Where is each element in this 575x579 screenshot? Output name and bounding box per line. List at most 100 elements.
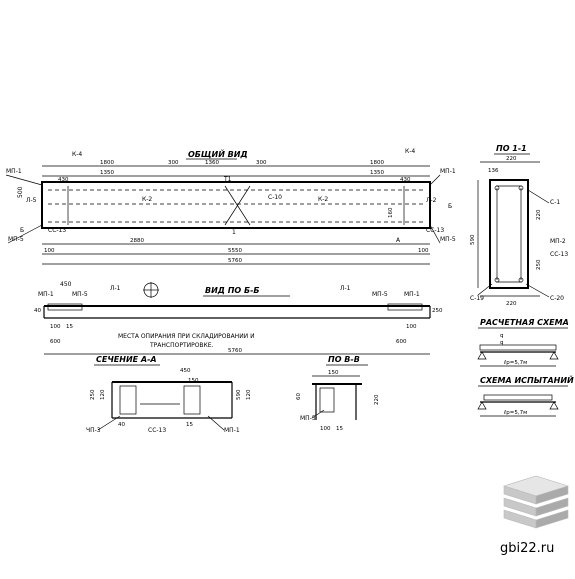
bb-label-mp1-right: МП-1 — [404, 291, 420, 298]
bb-dim-100-right: 100 — [406, 324, 417, 330]
bb-label-mp5-right: МП-5 — [372, 291, 388, 298]
dim-1360: 1360 — [205, 160, 219, 166]
test-scheme: СХЕМА ИСПЫТАНИЙ ℓр=5,7м — [477, 374, 574, 417]
aa-dim-120: 120 — [100, 389, 106, 400]
label-mp1-right: МП-1 — [440, 168, 456, 175]
diag-2 — [224, 185, 251, 226]
support-note-line1: МЕСТА ОПИРАНИЯ ПРИ СКЛАДИРОВАНИИ И — [118, 333, 255, 340]
aa-dim-115: 15 — [186, 422, 193, 428]
s11-dim-136: 136 — [488, 168, 499, 174]
dim-1800-left: 1800 — [100, 160, 114, 166]
aa-plate-left — [119, 385, 137, 415]
vv-plate — [319, 387, 335, 413]
test-support-right — [549, 401, 559, 410]
bb-plate-right — [387, 303, 423, 311]
test-load-block — [483, 394, 553, 401]
mark-b-right: Б — [448, 203, 452, 210]
s11-dim-220-top: 220 — [506, 156, 517, 162]
label-l2: Л-2 — [426, 197, 437, 204]
aa-dim-120-right: 120 — [246, 389, 252, 400]
bb-label-l1-right: Л-1 — [340, 285, 351, 292]
s11-label-ss13: СС-13 — [550, 251, 568, 258]
dim-1350-right: 1350 — [370, 170, 384, 176]
label-k2-right: К-2 — [318, 196, 328, 203]
bb-dim-15: 15 — [66, 324, 73, 330]
s11-dim-220-side: 220 — [536, 209, 542, 220]
logo-slab-mid-right — [535, 497, 569, 517]
aa-leader-mp1 — [207, 415, 225, 431]
dim-2880: 2880 — [130, 238, 144, 244]
bb-label-l1-left: Л-1 — [110, 285, 121, 292]
mark-1-bottom: 1 — [232, 229, 236, 236]
dim-500-vertical: 500 — [17, 186, 24, 198]
mark-a-bottom: А — [396, 237, 401, 244]
s11-leader-s19 — [477, 283, 493, 296]
bb-dim-40: 40 — [34, 308, 41, 314]
vv-dim-60: 60 — [296, 393, 302, 400]
leader-mp5-right — [429, 224, 441, 244]
section-vv-title: ПО В-В — [328, 355, 360, 364]
bb-dim-100-left: 100 — [50, 324, 61, 330]
mark-b-left: Б — [20, 227, 24, 234]
bb-dim-250: 250 — [432, 308, 443, 314]
aa-dim-45: 450 — [180, 368, 191, 374]
leader-mp1-left — [5, 174, 43, 186]
label-mp5-right: МП-5 — [440, 236, 456, 243]
s11-leader-s1 — [527, 189, 550, 204]
label-ss13-left: СС-13 — [48, 227, 66, 234]
s11-label-mp2: МП-2 — [550, 238, 566, 245]
s11-dim-590: 590 — [470, 234, 476, 245]
s11-dim-220-bottom: 220 — [506, 301, 517, 307]
vv-dim-115: 15 — [336, 426, 343, 432]
bb-label-mp1-left: МП-1 — [38, 291, 54, 298]
calc-support-right — [549, 351, 559, 360]
dim-430-right: 430 — [400, 177, 411, 183]
bb-label-mp5-left: МП-5 — [72, 291, 88, 298]
dim-1350-left: 1350 — [100, 170, 114, 176]
bb-dim-600-right: 600 — [396, 339, 407, 345]
watermark-site: gbi22.ru — [500, 541, 554, 556]
leader-mp5-left — [7, 224, 43, 244]
dim-5760: 5760 — [228, 258, 242, 264]
label-mp1-left: МП-1 — [6, 168, 22, 175]
calc-span: ℓр=5,7м — [503, 360, 527, 366]
aa-dim-250: 250 — [90, 389, 96, 400]
watermark-logo — [502, 475, 570, 529]
calc-scheme: РАСЧЕТНАЯ СХЕМА q q ℓр=5,7м — [477, 318, 569, 367]
label-s10: С-10 — [268, 194, 282, 201]
vv-label-mp5: МП-5 — [300, 415, 316, 422]
logo-slab-top-right — [535, 485, 569, 505]
bb-dim-600-left: 600 — [50, 339, 61, 345]
aa-plate-mid — [183, 385, 201, 415]
s11-leader-s20 — [525, 283, 550, 298]
bb-plate-left — [47, 303, 83, 311]
dim-1800-right: 1800 — [370, 160, 384, 166]
aa-dim-45-bottom: 40 — [118, 422, 125, 428]
beam-outline — [41, 181, 431, 229]
dim-100-left: 100 — [44, 248, 55, 254]
vv-dim-220: 220 — [374, 394, 380, 405]
aa-dim-590: 590 — [236, 389, 242, 400]
general-view: ОБЩИЙ ВИД 1800 1350 300 1360 300 1800 13… — [5, 148, 456, 265]
section-vv: ПО В-В 150 60 220 МП-5 100 15 — [296, 355, 380, 432]
dim-430-left: 430 — [58, 177, 69, 183]
general-view-title: ОБЩИЙ ВИД — [188, 148, 248, 159]
support-note-line2: ТРАНСПОРТИРОВКЕ. — [149, 342, 214, 349]
logo-slab-bottom-right — [535, 509, 569, 529]
calc-load-2: q — [500, 340, 504, 346]
test-span: ℓр=5,7м — [503, 410, 527, 416]
calc-scheme-title: РАСЧЕТНАЯ СХЕМА — [480, 318, 569, 327]
bb-dim-5760: 5760 — [228, 348, 242, 354]
label-l5: Л-5 — [26, 197, 37, 204]
section-11-title: ПО 1-1 — [496, 144, 527, 153]
dim-100-right: 100 — [418, 248, 429, 254]
view-bb-title: ВИД ПО Б-Б — [205, 286, 260, 295]
label-t1: Т1 — [223, 176, 232, 183]
s11-label-s1: С-1 — [550, 199, 560, 206]
s11-outline — [489, 179, 529, 289]
label-k4-left: К-4 — [72, 151, 82, 158]
s11-label-s19: С-19 — [470, 295, 484, 302]
calc-load-block — [479, 344, 557, 351]
